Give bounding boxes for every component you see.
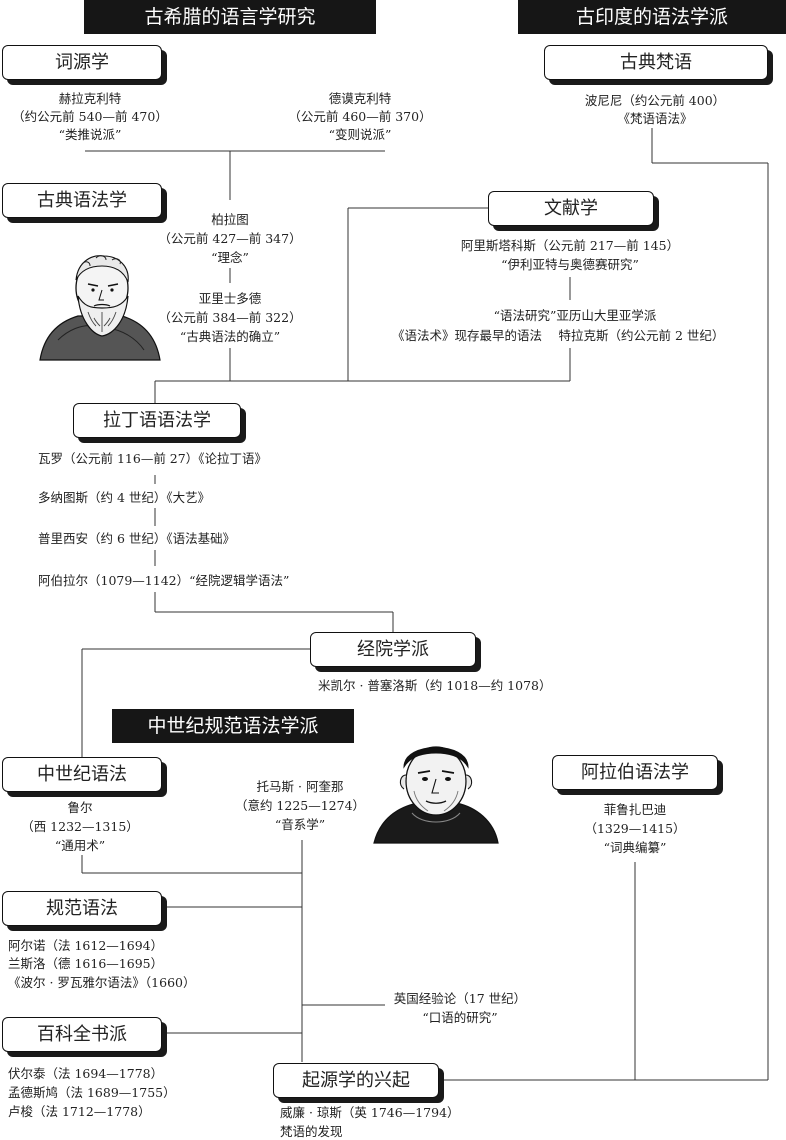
varro: 瓦罗（公元前 116—前 27）《论拉丁语》 (38, 451, 267, 466)
lull-name: 鲁尔 (67, 800, 93, 815)
sanskrit-discovery: 梵语的发现 (280, 1124, 343, 1139)
box-normative-grammar: 规范语法 (2, 891, 162, 926)
plato-dates: （公元前 427—前 347） (158, 231, 302, 246)
heraclitus-school: “类推说派” (58, 127, 122, 142)
heraclitus-name: 赫拉克利特 (58, 91, 122, 106)
rousseau: 卢梭（法 1712—1778） (8, 1104, 151, 1119)
band-ancient-india: 古印度的语法学派 (518, 0, 786, 34)
aristotle-portrait-image (39, 255, 161, 361)
box-scholastic: 经院学派 (310, 632, 476, 667)
firuzabadi-dates: （1329—1415） (584, 821, 686, 836)
lancelot: 兰斯洛（德 1616—1695） (8, 956, 164, 971)
panini-name: 波尼尼（约公元前 400） (584, 93, 726, 108)
box-classical-sanskrit: 古典梵语 (544, 45, 768, 80)
aquinas-dates: （意约 1225—1274） (234, 798, 366, 813)
aquinas-name: 托马斯 · 阿奎那 (256, 779, 344, 794)
alexandrian-school: “语法研究”亚历山大里亚学派 (493, 308, 657, 323)
aristotle-concept: “古典语法的确立” (179, 329, 281, 344)
montesquieu: 孟德斯鸠（法 1689—1755） (8, 1085, 176, 1100)
aristarchus-work: “伊利亚特与奥德赛研究” (501, 257, 639, 272)
empiricism-concept: “口语的研究” (422, 1010, 498, 1025)
port-royal-grammar: 《波尔 · 罗瓦雅尔语法》（1660） (8, 975, 196, 990)
aristotle-dates: （公元前 384—前 322） (158, 310, 302, 325)
democritus-name: 德谟克利特 (328, 91, 392, 106)
firuzabadi-name: 菲鲁扎巴迪 (603, 802, 667, 817)
arnauld: 阿尔诺（法 1612—1694） (8, 938, 164, 953)
thrax-grammar: 《语法术》现存最早的语法 特拉克斯（约公元前 2 世纪） (392, 328, 725, 343)
lull-concept: “通用术” (54, 838, 106, 853)
firuzabadi-concept: “词典编纂” (603, 840, 667, 855)
democritus-school: “变则说派” (328, 127, 392, 142)
plato-name: 柏拉图 (211, 212, 249, 227)
box-classical-grammar: 古典语法学 (2, 183, 162, 218)
aristarchus-name: 阿里斯塔科斯（公元前 217—前 145） (460, 238, 680, 253)
box-etymology: 词源学 (2, 45, 162, 80)
psellos: 米凯尔 · 普塞洛斯（约 1018—约 1078） (318, 678, 552, 693)
lull-dates: （西 1232—1315） (21, 819, 139, 834)
box-arabic-grammar: 阿拉伯语法学 (552, 755, 718, 790)
box-rise-of-origins: 起源学的兴起 (273, 1063, 439, 1098)
box-philology: 文献学 (488, 191, 654, 226)
plato-concept: “理念” (211, 250, 249, 265)
democritus-dates: （公元前 460—前 370） (288, 109, 432, 124)
box-latin-grammar: 拉丁语语法学 (73, 403, 241, 438)
voltaire: 伏尔泰（法 1694—1778） (8, 1066, 164, 1081)
aquinas-portrait-image (373, 746, 499, 844)
aristotle-name: 亚里士多德 (198, 291, 262, 306)
box-encyclopedists: 百科全书派 (2, 1017, 162, 1052)
abelard: 阿伯拉尔（1079—1142）“经院逻辑学语法” (38, 573, 290, 588)
aquinas-concept: “音系学” (274, 817, 326, 832)
band-medieval-normative: 中世纪规范语法学派 (112, 709, 354, 743)
panini-work: 《梵语语法》 (617, 111, 693, 126)
william-jones: 威廉 · 琼斯（英 1746—1794） (280, 1105, 460, 1120)
band-ancient-greek: 古希腊的语言学研究 (84, 0, 376, 34)
heraclitus-dates: （约公元前 540—前 470） (12, 109, 168, 124)
priscian: 普里西安（约 6 世纪）《语法基础》 (38, 531, 236, 546)
donatus: 多纳图斯（约 4 世纪）《大艺》 (38, 490, 211, 505)
empiricism-name: 英国经验论（17 世纪） (393, 991, 527, 1006)
box-medieval-grammar: 中世纪语法 (2, 757, 162, 792)
